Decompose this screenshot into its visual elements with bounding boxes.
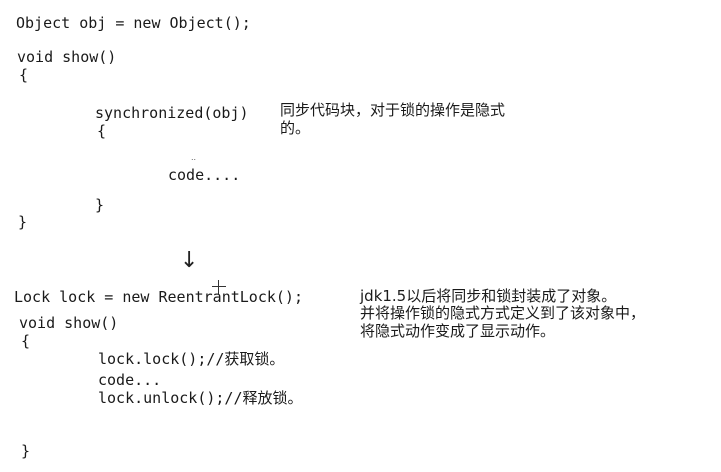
code-line-void-show-2: void show() bbox=[19, 314, 119, 332]
code-line-close-brace-2: } bbox=[21, 442, 31, 460]
code-line-object-decl: Object obj = new Object(); bbox=[16, 14, 251, 32]
note-jdk-line2: 并将操作锁的隐式方式定义到了该对象中， bbox=[360, 304, 646, 322]
code-line-code-dots: code.... bbox=[168, 166, 241, 184]
note-jdk-line1: jdk1.5以后将同步和锁封装成了对象。 bbox=[360, 287, 617, 305]
note-implicit-line1: 同步代码块，对于锁的操作是隐式 bbox=[280, 101, 506, 119]
note-jdk-line3: 将隐式动作变成了显示动作。 bbox=[360, 322, 556, 340]
code-line-open-brace: { bbox=[19, 66, 29, 84]
code-line-open-brace-2: { bbox=[21, 332, 31, 350]
code-line-lock-unlock: lock.unlock();//释放锁。 bbox=[98, 389, 303, 407]
code-line-void-show: void show() bbox=[17, 48, 117, 66]
code-line-lock-decl: Lock lock = new ReentrantLock(); bbox=[14, 288, 303, 306]
code-line-sync-close-brace: } bbox=[95, 196, 105, 214]
code-line-synchronized: synchronized(obj) bbox=[95, 104, 249, 122]
down-arrow-icon: ↓ bbox=[180, 248, 199, 273]
note-implicit-line2: 的。 bbox=[280, 119, 311, 137]
crosshair-cursor-icon bbox=[212, 280, 226, 294]
code-line-code-dots-2: code... bbox=[98, 371, 162, 389]
code-line-lock-lock: lock.lock();//获取锁。 bbox=[98, 350, 285, 368]
small-dots-mark: .. bbox=[191, 153, 197, 162]
code-line-close-brace: } bbox=[18, 213, 28, 231]
code-line-sync-open-brace: { bbox=[97, 122, 107, 140]
